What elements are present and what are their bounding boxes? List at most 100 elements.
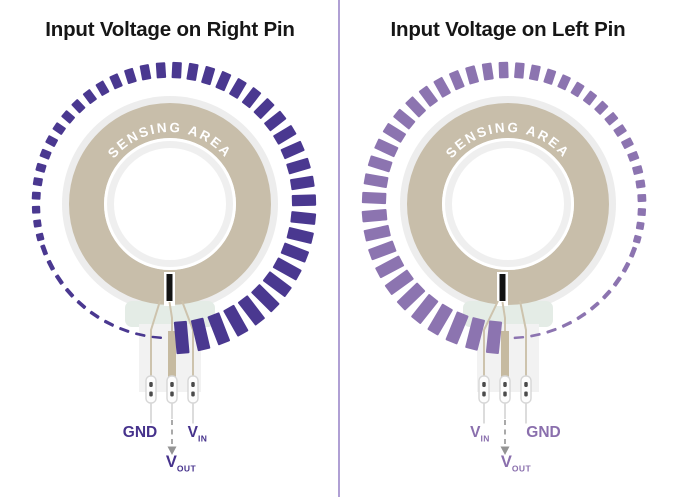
- vout-arrow-head: [167, 446, 177, 455]
- tick-mark: [95, 80, 110, 96]
- inner-halo: [107, 141, 233, 267]
- tick-mark: [368, 240, 397, 261]
- tick-mark: [264, 110, 287, 132]
- tick-mark: [396, 282, 426, 311]
- tick-mark: [155, 62, 167, 79]
- tick-mark: [39, 148, 52, 160]
- tick-mark: [89, 310, 100, 319]
- tick-mark: [449, 70, 465, 91]
- tick-mark: [280, 140, 305, 160]
- tick-mark: [393, 108, 416, 130]
- tick-mark: [433, 76, 451, 98]
- pin-hole: [482, 382, 486, 387]
- tick-mark: [375, 255, 405, 279]
- tick-mark: [135, 332, 146, 337]
- tick-mark: [35, 232, 45, 242]
- tick-mark: [513, 335, 525, 340]
- tick-mark: [280, 242, 309, 263]
- tick-mark: [286, 157, 311, 175]
- wiper-trace: [168, 331, 176, 378]
- tick-mark: [411, 294, 439, 324]
- tick-mark: [576, 312, 587, 321]
- vout-label: VOUT: [166, 453, 197, 474]
- tick-mark: [238, 295, 265, 326]
- ring-sensor-diagram-left-pin: Input Voltage on Left Pin SENSING AREA V…: [361, 18, 647, 474]
- tick-mark: [570, 81, 585, 98]
- pin-hole: [524, 391, 528, 397]
- tick-mark: [109, 73, 123, 90]
- notch: [499, 274, 506, 301]
- tick-mark: [139, 64, 152, 81]
- tick-mark: [291, 194, 317, 207]
- tick-mark: [627, 151, 640, 162]
- tick-mark: [31, 191, 41, 200]
- pin: [145, 375, 157, 404]
- tick-mark: [190, 317, 211, 352]
- tick-mark: [481, 62, 494, 81]
- gnd-label: GND: [123, 424, 157, 441]
- tick-mark: [367, 155, 393, 173]
- tick-mark: [124, 67, 137, 85]
- tick-mark: [530, 332, 541, 338]
- pin-hole: [149, 382, 153, 387]
- tick-mark: [207, 312, 231, 346]
- tick-mark: [602, 289, 612, 300]
- inner-halo: [445, 141, 571, 267]
- tick-mark: [71, 99, 86, 114]
- panel-input-voltage-left-pin: Input Voltage on Left Pin SENSING AREA V…: [340, 0, 678, 497]
- pin-hole: [170, 382, 174, 387]
- tick-mark: [171, 61, 182, 79]
- pin: [478, 375, 490, 404]
- tick-mark: [273, 125, 297, 145]
- ring-sensor-graphic: [361, 61, 647, 455]
- tick-mark: [485, 320, 503, 355]
- tick-mark: [229, 78, 247, 99]
- tick-mark: [201, 65, 216, 86]
- pin: [166, 375, 178, 404]
- pin: [187, 375, 199, 404]
- tick-mark: [604, 112, 619, 126]
- tick-mark: [374, 138, 399, 158]
- vin-label: VIN: [470, 424, 490, 444]
- tick-mark: [290, 211, 317, 225]
- tick-mark: [405, 96, 426, 118]
- tick-mark: [637, 208, 647, 217]
- tick-mark: [290, 175, 315, 191]
- tick-mark: [465, 65, 479, 85]
- vin-label: VIN: [188, 424, 208, 444]
- tick-mark: [621, 137, 634, 149]
- tick-mark: [546, 327, 557, 334]
- pin: [499, 375, 511, 404]
- tick-mark: [186, 62, 199, 81]
- tick-mark: [382, 123, 406, 143]
- tick-mark: [557, 74, 571, 91]
- tick-mark: [272, 257, 302, 281]
- pin: [520, 375, 532, 404]
- tick-mark: [514, 62, 525, 79]
- tick-mark: [445, 311, 469, 345]
- tick-mark: [621, 261, 631, 273]
- tick-mark: [76, 300, 87, 310]
- tick-mark: [103, 319, 115, 327]
- panel-title: Input Voltage on Left Pin: [391, 18, 626, 41]
- tick-mark: [543, 68, 557, 85]
- pin-hole: [170, 391, 174, 397]
- pin-hole: [503, 391, 507, 397]
- ring-center-gap: [104, 138, 236, 270]
- tick-mark: [119, 327, 130, 333]
- tick-mark: [32, 177, 43, 187]
- tick-mark: [637, 193, 647, 203]
- ring-sensor-diagram-right-pin: Input Voltage on Right Pin SENSING AREA …: [31, 18, 317, 474]
- tick-mark: [33, 219, 42, 228]
- notch: [166, 274, 173, 301]
- tick-mark: [45, 135, 58, 147]
- tick-mark: [52, 122, 66, 135]
- tick-mark: [561, 320, 573, 328]
- tick-mark: [35, 162, 47, 173]
- tick-mark: [46, 259, 55, 271]
- gnd-label: GND: [526, 424, 560, 441]
- pin-hole: [191, 391, 195, 397]
- tick-mark: [31, 205, 41, 214]
- tick-mark: [40, 244, 48, 256]
